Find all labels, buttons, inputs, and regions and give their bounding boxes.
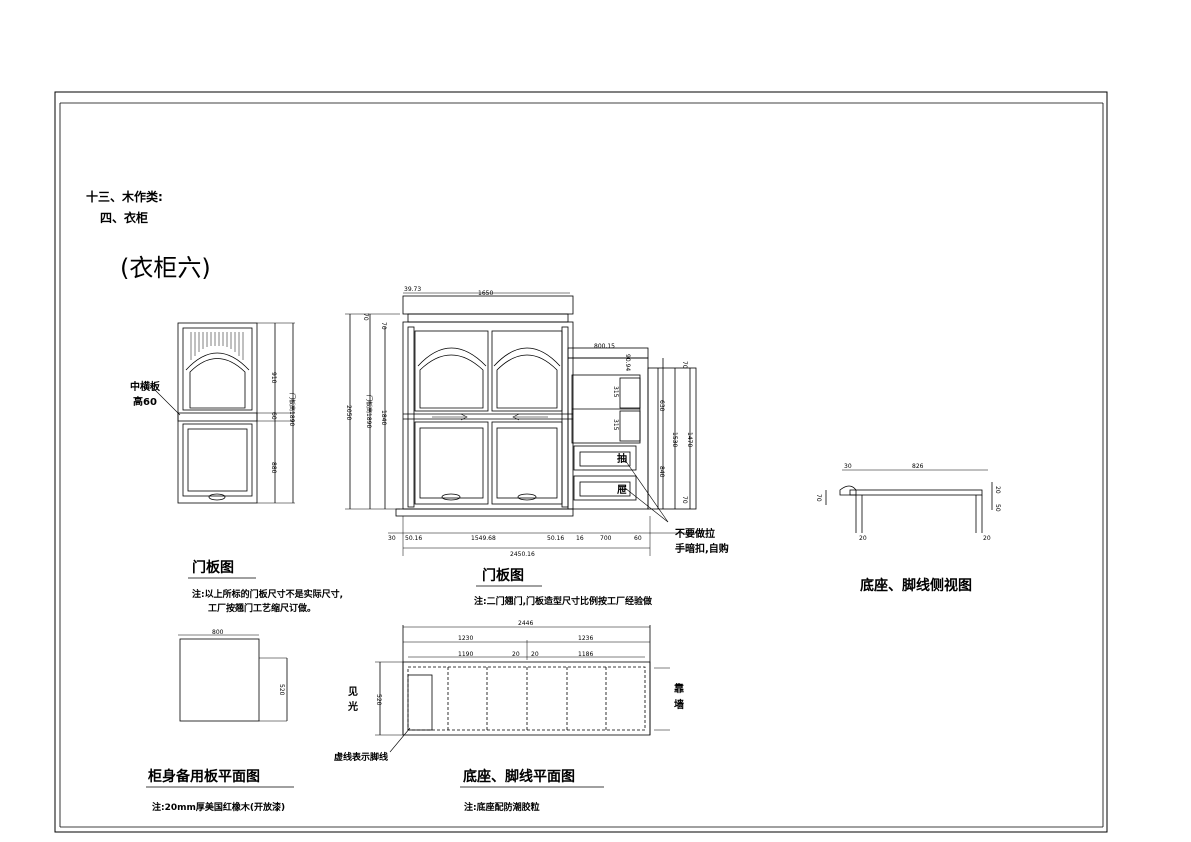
base-side-dim-b1: 20 [859,535,867,542]
door-dim-upper: 910 [270,372,277,384]
front-dim-h-total: 2050 [345,405,352,420]
door-caption: 门板图 [192,559,234,576]
spare-caption: 柜身备用板平面图 [148,768,260,785]
plan-dim-m1: 20 [512,651,520,658]
plan-right-label-2: 墙 [674,698,684,711]
door-label-middle: 中横板 [130,380,161,393]
drawer-label-1: 抽 [617,452,627,465]
door-dim-total: 门板高1890 [288,393,296,426]
front-dim-side-top: 90.94 [624,354,631,371]
spare-dim-h: 520 [278,684,285,696]
plan-dim-m2: 20 [531,651,539,658]
front-caption: 门板图 [482,567,524,584]
header-line2: 四、衣柜 [100,210,148,225]
plan-note: 注:底座配防潮胶粒 [464,801,540,813]
front-dim-top-offset: 39.73 [404,286,421,293]
spare-dim-w: 800 [212,629,224,636]
drawer-label-2: 屉 [617,484,627,496]
plan-dim-h: 520 [375,694,382,706]
front-dim-bottom-60: 60 [634,535,642,542]
spare-note: 注:20mm厚美国红橡木(开放漆) [152,801,285,813]
plan-dashed-note: 虚线表示脚线 [334,751,388,763]
front-dim-bottom-main: 1549.68 [471,535,496,542]
front-dim-bottom-total: 2450.16 [510,551,535,558]
front-dim-h-top2: 70 [380,322,387,330]
base-side-dim-b2: 20 [983,535,991,542]
sheet-frame [54,91,1108,833]
front-dim-side-width: 800.15 [594,343,615,350]
door-note2: 工厂按翘门工艺缩尺订做。 [208,602,316,614]
plan-dim-left: 1230 [458,635,473,642]
base-side-caption: 底座、脚线侧视图 [860,577,972,594]
base-side-drawing [825,469,993,533]
front-dim-side-h4: 840 [658,466,665,478]
front-dim-h-door: 门板高1890 [365,395,373,428]
front-elevation-drawing [345,292,700,556]
front-dim-side-h6: 1470 [686,432,693,447]
front-callout-1: 不要做拉 [675,527,715,540]
plan-left-label-2: 光 [347,700,358,713]
door-dim-lower: 880 [270,462,277,474]
base-plan-drawing [375,625,670,753]
plan-dim-right: 1236 [578,635,593,642]
front-dim-side-h7: 70 [681,361,688,369]
front-dim-bottom-b: 50.16 [547,535,564,542]
front-note: 注:二门翘门,门板造型尺寸比例按工厂经验做 [474,595,653,607]
front-dim-side-h5: 1530 [671,432,678,447]
plan-left-label-1: 见 [348,686,358,698]
base-side-dim-left: 30 [844,463,852,470]
drawing-title: (衣柜六) [120,254,211,282]
front-dim-h-inner: 1840 [380,410,387,425]
front-dim-bottom-700: 700 [600,535,612,542]
plan-right-label-1: 靠 [674,682,684,695]
front-dim-top-width: 1650 [478,290,493,297]
base-side-dim-h: 70 [815,494,822,502]
front-dim-bottom-30: 30 [388,535,396,542]
plan-dim-l2: 1190 [458,651,473,658]
plan-caption: 底座、脚线平面图 [463,768,575,785]
front-dim-side-h1: 315 [612,386,619,398]
base-side-dim-top: 826 [912,463,924,470]
door-note1: 注:以上所标的门板尺寸不是实际尺寸, [192,588,343,600]
front-dim-side-h2: 315 [612,419,619,431]
plan-dim-r2: 1186 [578,651,593,658]
front-dim-side-h8: 70 [681,496,688,504]
door-label-middle2: 高60 [133,395,157,408]
front-callout-2: 手暗扣,自购 [675,542,729,555]
door-panel-drawing [149,322,295,504]
front-dim-bottom-c: 16 [576,535,584,542]
base-side-dim-r1: 20 [994,486,1001,494]
base-side-dim-r2: 50 [994,504,1001,512]
header-line1: 十三、木作类: [86,189,163,204]
front-dim-bottom-a: 50.16 [405,535,422,542]
door-dim-mid: 60 [270,412,277,420]
front-dim-side-h3: 630 [658,400,665,412]
front-dim-h-top: 70 [362,313,369,321]
plan-dim-total: 2446 [518,620,533,627]
spare-panel-drawing [178,634,288,722]
